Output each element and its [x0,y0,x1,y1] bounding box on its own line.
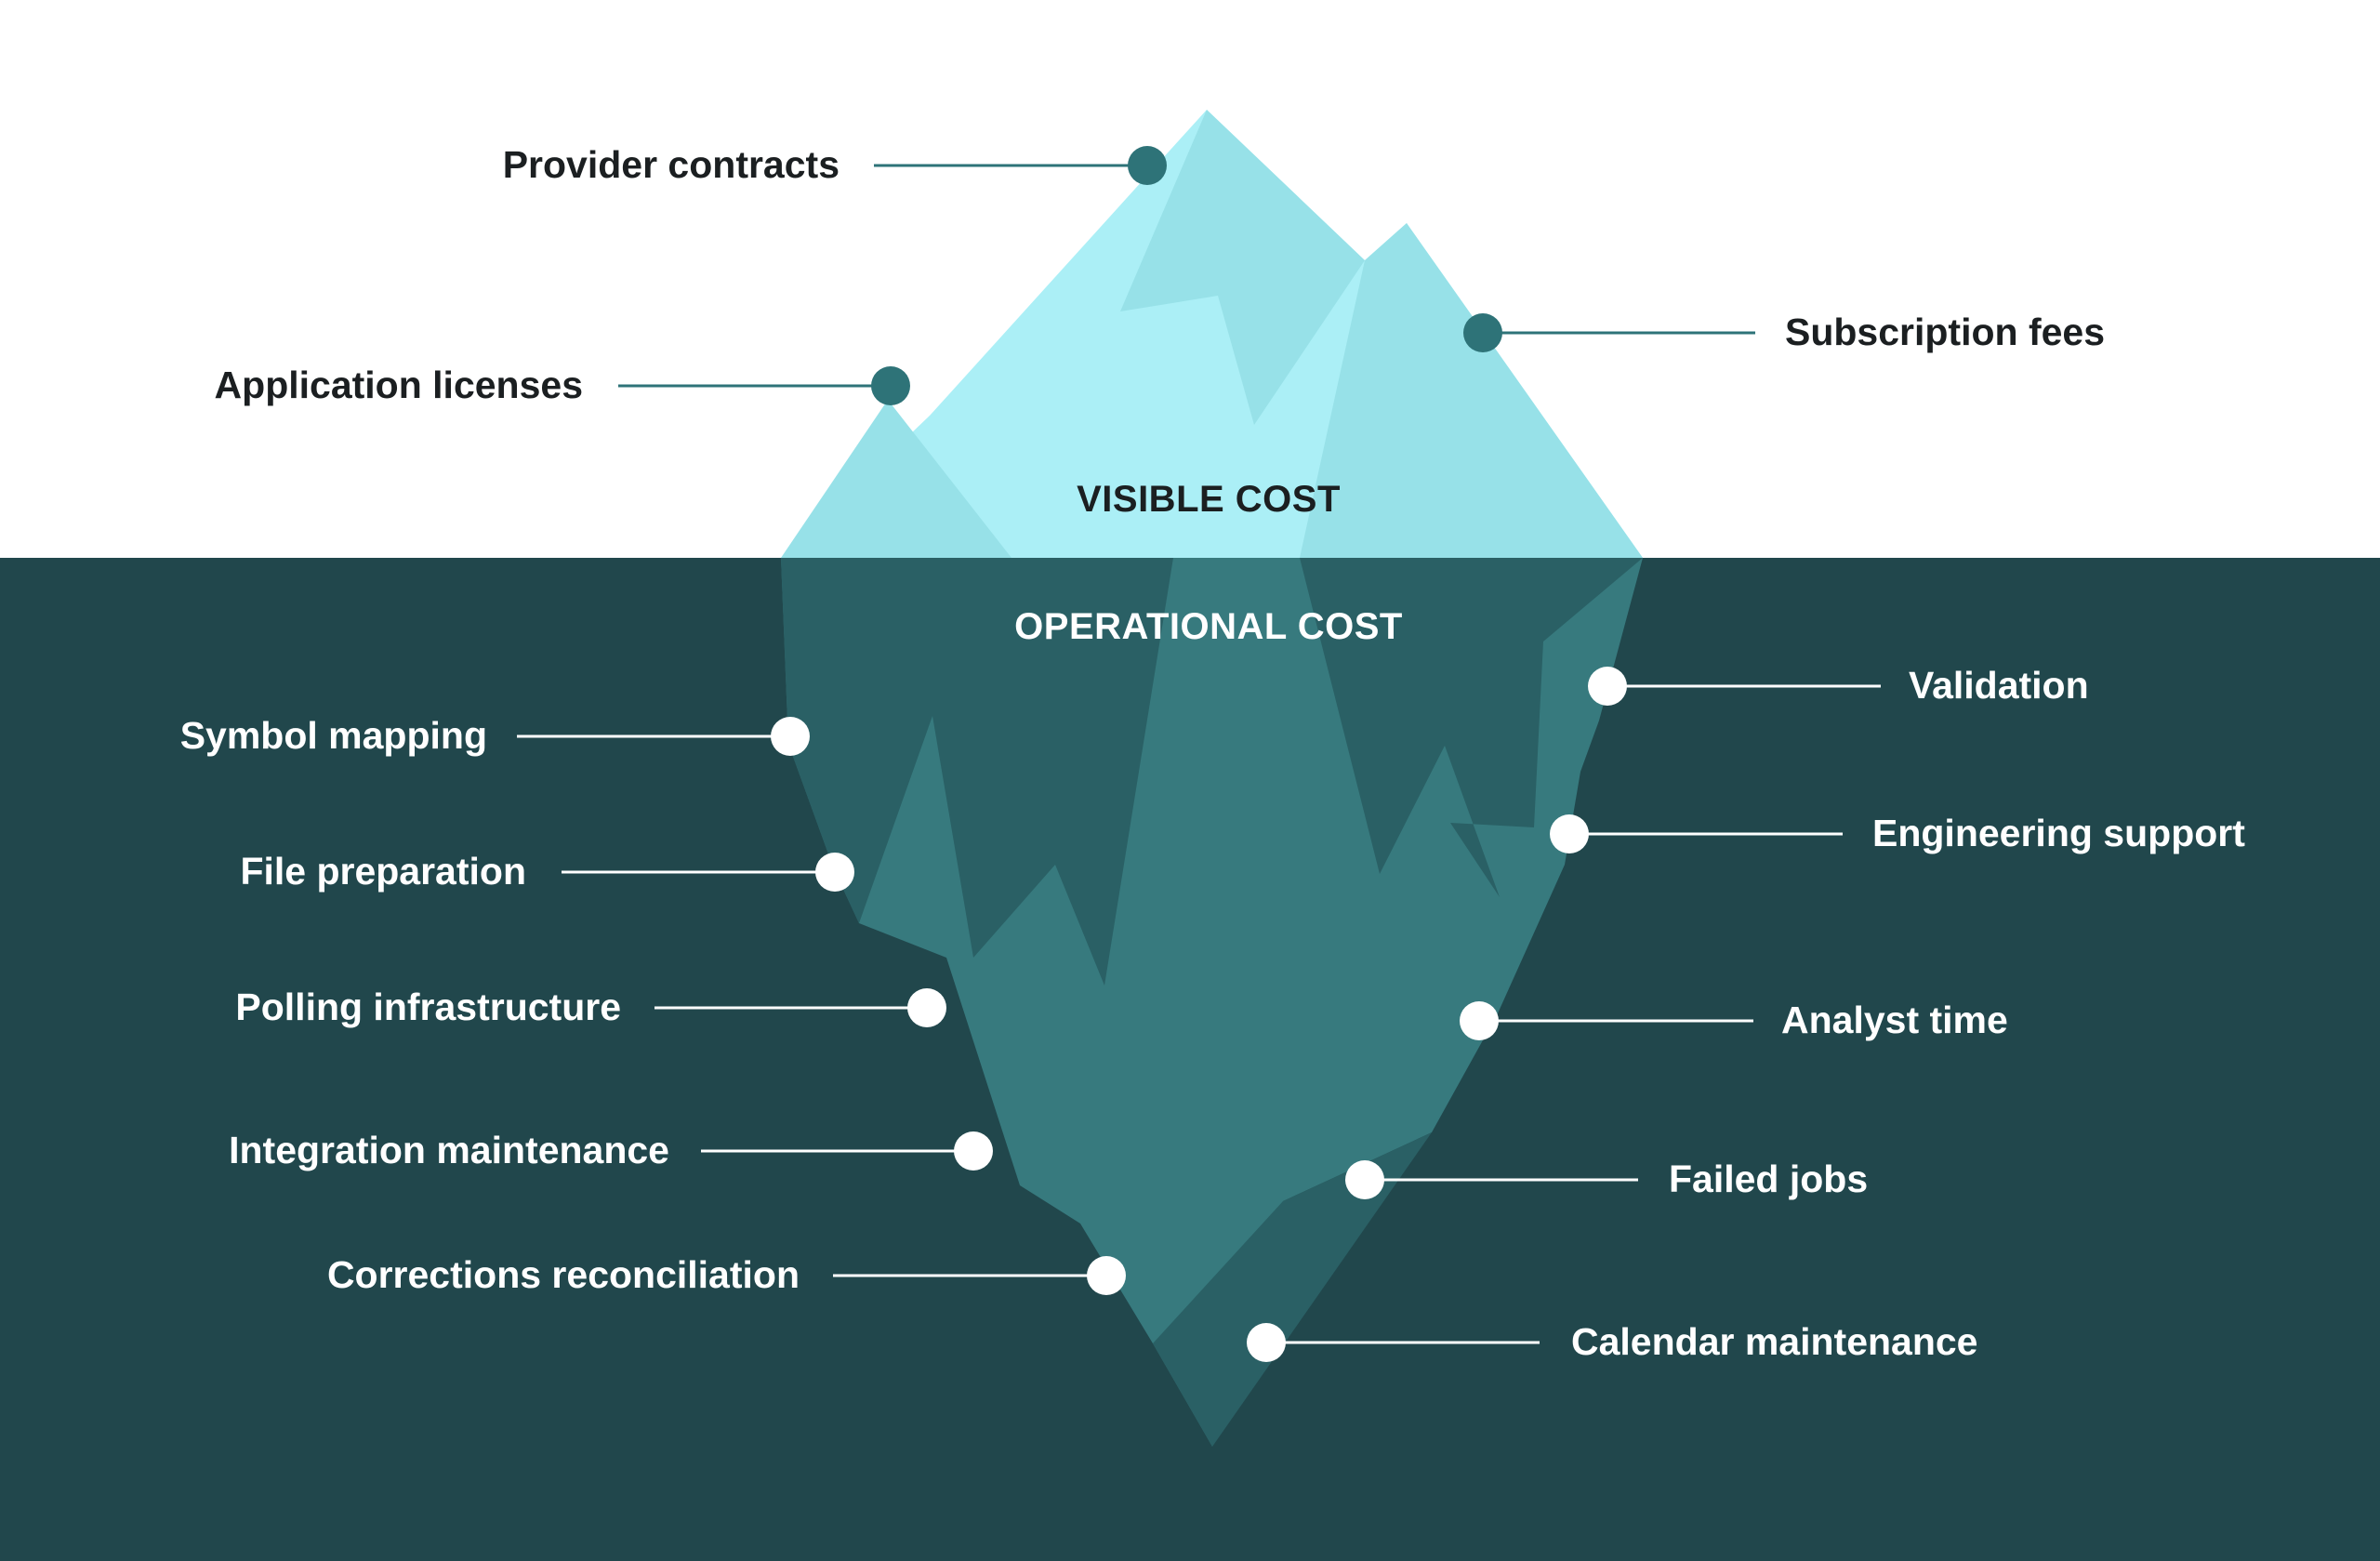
label-file-preparation: File preparation [240,850,526,893]
marker-dot [1087,1256,1126,1295]
marker-dot [954,1131,993,1171]
iceberg-body-shade-bottom [1153,1132,1432,1447]
label-integration-maintenance: Integration maintenance [229,1129,669,1171]
label-calendar-maintenance: Calendar maintenance [1571,1320,1978,1363]
label-application-licenses: Application licenses [215,364,583,406]
marker-dot [871,366,910,405]
label-symbol-mapping: Symbol mapping [180,714,487,757]
iceberg-body-shade-right [1300,558,1643,897]
marker-dot [1128,146,1167,185]
marker-dot [771,717,810,756]
label-failed-jobs: Failed jobs [1669,1158,1868,1200]
marker-dot [1345,1160,1384,1199]
marker-dot [1550,814,1589,853]
marker-dot [815,853,854,892]
marker-dot [1588,667,1627,706]
callout-engineering-support: Engineering support [1550,812,2245,854]
callout-subscription-fees: Subscription fees [1463,311,2105,353]
callout-symbol-mapping: Symbol mapping [180,714,810,757]
marker-dot [907,988,946,1027]
label-subscription-fees: Subscription fees [1785,311,2105,353]
callout-calendar-maintenance: Calendar maintenance [1247,1320,1978,1363]
callout-file-preparation: File preparation [240,850,854,893]
callout-corrections-reconciliation: Corrections reconciliation [327,1253,1126,1296]
visible-cost-heading: VISIBLE COST [1077,479,1341,520]
callout-validation: Validation [1588,664,2089,707]
label-corrections-reconciliation: Corrections reconciliation [327,1253,800,1296]
iceberg-body [781,558,1643,1447]
marker-dot [1460,1001,1499,1040]
iceberg-tip-shade-center [1120,110,1365,425]
callout-integration-maintenance: Integration maintenance [229,1129,993,1171]
label-polling-infrastructure: Polling infrastructure [235,986,621,1028]
callout-analyst-time: Analyst time [1460,999,2008,1041]
marker-dot [1247,1323,1286,1362]
iceberg-tip-shade-left [781,400,1012,558]
operational-cost-heading: OPERATIONAL COST [1014,606,1403,647]
callout-failed-jobs: Failed jobs [1345,1158,1868,1200]
label-provider-contracts: Provider contracts [503,143,840,186]
callout-application-licenses: Application licenses [215,364,910,406]
callout-provider-contracts: Provider contracts [503,143,1167,186]
label-validation: Validation [1909,664,2089,707]
iceberg-body-shade-left [781,558,1173,986]
label-analyst-time: Analyst time [1781,999,2008,1041]
iceberg-tip-shade-right [1300,223,1643,558]
callout-polling-infrastructure: Polling infrastructure [235,986,946,1028]
label-engineering-support: Engineering support [1872,812,2245,854]
marker-dot [1463,313,1502,352]
iceberg-tip [781,110,1643,558]
